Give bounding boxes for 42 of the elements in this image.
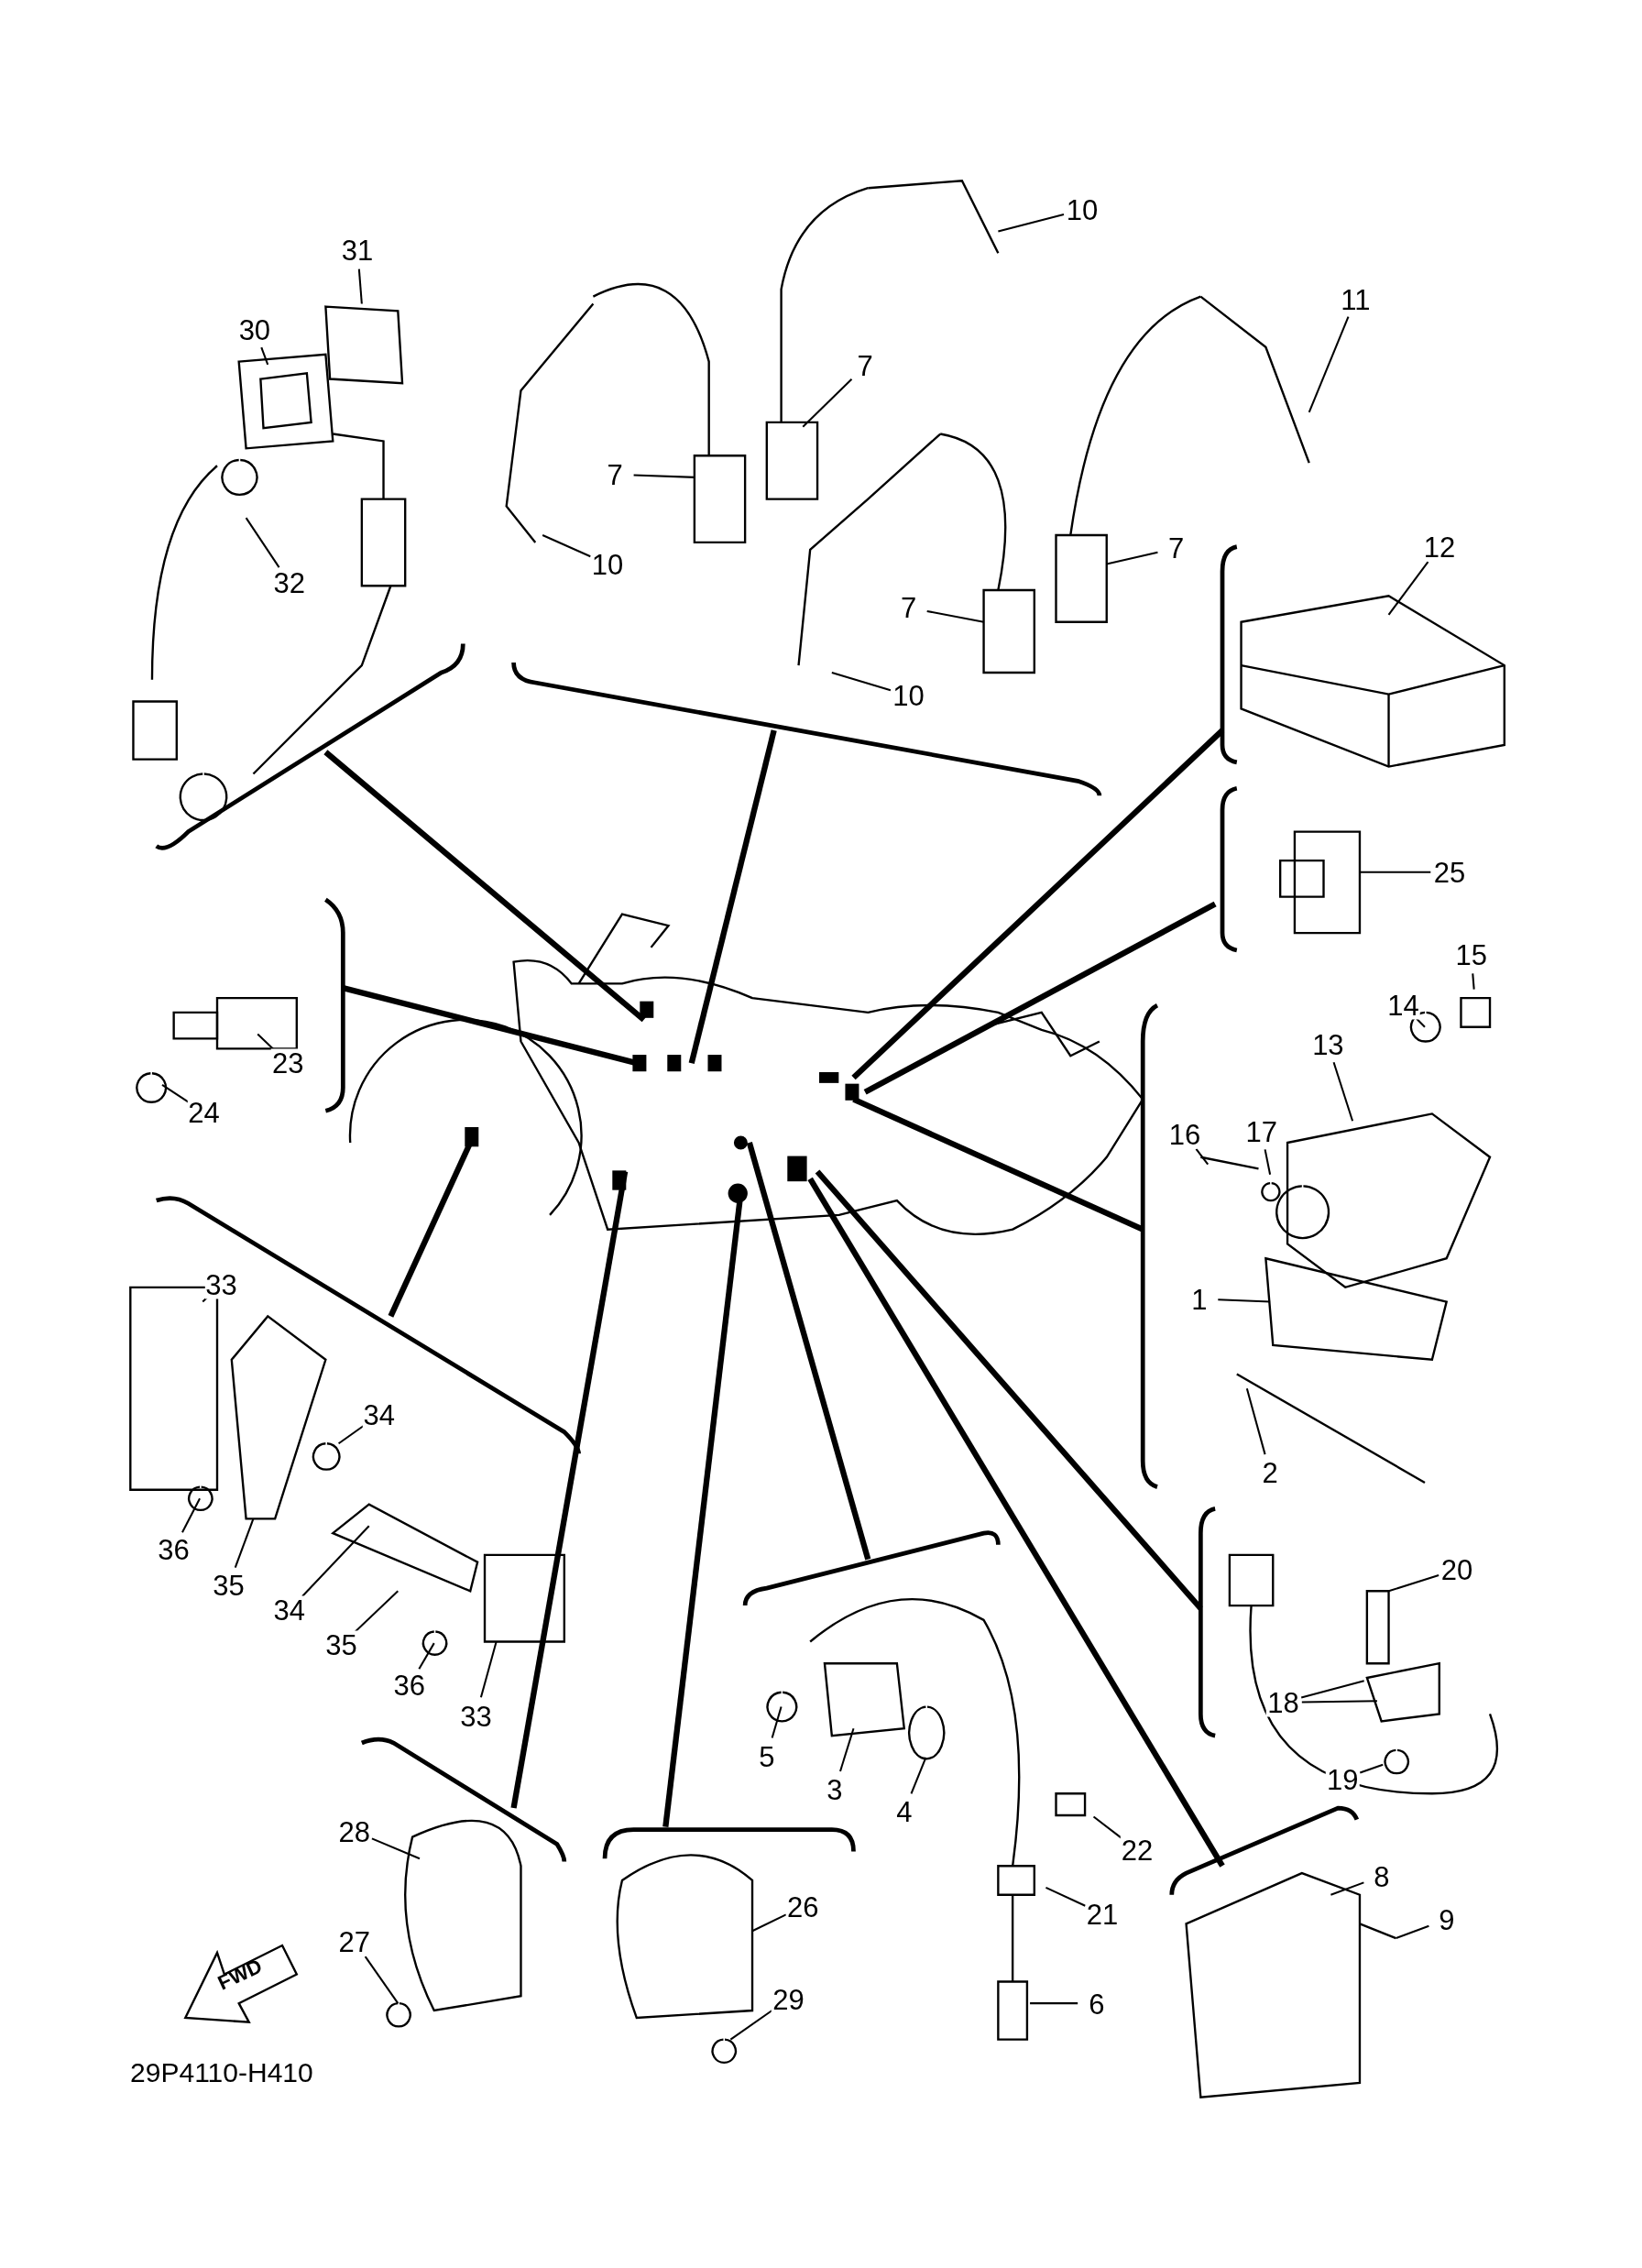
leader-line xyxy=(751,1913,787,1933)
leader-line xyxy=(1030,2002,1078,2005)
leader-line xyxy=(257,1033,276,1051)
leader-line xyxy=(1332,1061,1354,1122)
leader-line xyxy=(1301,1700,1377,1704)
leader-line xyxy=(1359,1763,1384,1774)
leader-line xyxy=(1195,1148,1210,1166)
leader-line xyxy=(181,1497,201,1533)
leader-line xyxy=(301,1525,370,1597)
leader-line xyxy=(633,474,695,478)
leader-line xyxy=(371,1837,421,1860)
leader-line xyxy=(1045,1886,1086,1907)
leader-line xyxy=(1308,316,1350,413)
leader-line xyxy=(357,268,363,304)
leader-line xyxy=(839,1727,855,1772)
leader-line xyxy=(1330,1881,1364,1896)
leader-line xyxy=(1472,973,1475,990)
leader-line xyxy=(998,214,1065,233)
leader-line xyxy=(1245,1388,1266,1455)
leader-line xyxy=(1359,871,1431,873)
leader-line xyxy=(479,1641,498,1698)
leader-line xyxy=(926,609,984,623)
drawing-code: 29P4110-H410 xyxy=(130,2058,313,2087)
leader-line xyxy=(1106,551,1158,565)
leader-line xyxy=(831,672,892,692)
leader-line xyxy=(542,534,591,558)
leader-line xyxy=(364,1956,400,2004)
leader-line xyxy=(1396,1924,1429,1940)
leader-line xyxy=(1387,561,1429,616)
leader-line xyxy=(260,346,269,366)
leader-line xyxy=(354,1590,399,1633)
leader-line xyxy=(1264,1149,1272,1175)
leader-line xyxy=(1388,1573,1439,1593)
leader-line xyxy=(802,378,853,428)
leader-line xyxy=(1218,1298,1271,1303)
leader-line xyxy=(234,1518,255,1569)
leader-line xyxy=(418,1642,435,1670)
leader-line xyxy=(910,1757,927,1794)
leader-line xyxy=(1300,1680,1364,1699)
leader-line xyxy=(771,1706,783,1738)
leader-line xyxy=(245,517,280,568)
direction-label: FWD xyxy=(214,1956,266,1994)
